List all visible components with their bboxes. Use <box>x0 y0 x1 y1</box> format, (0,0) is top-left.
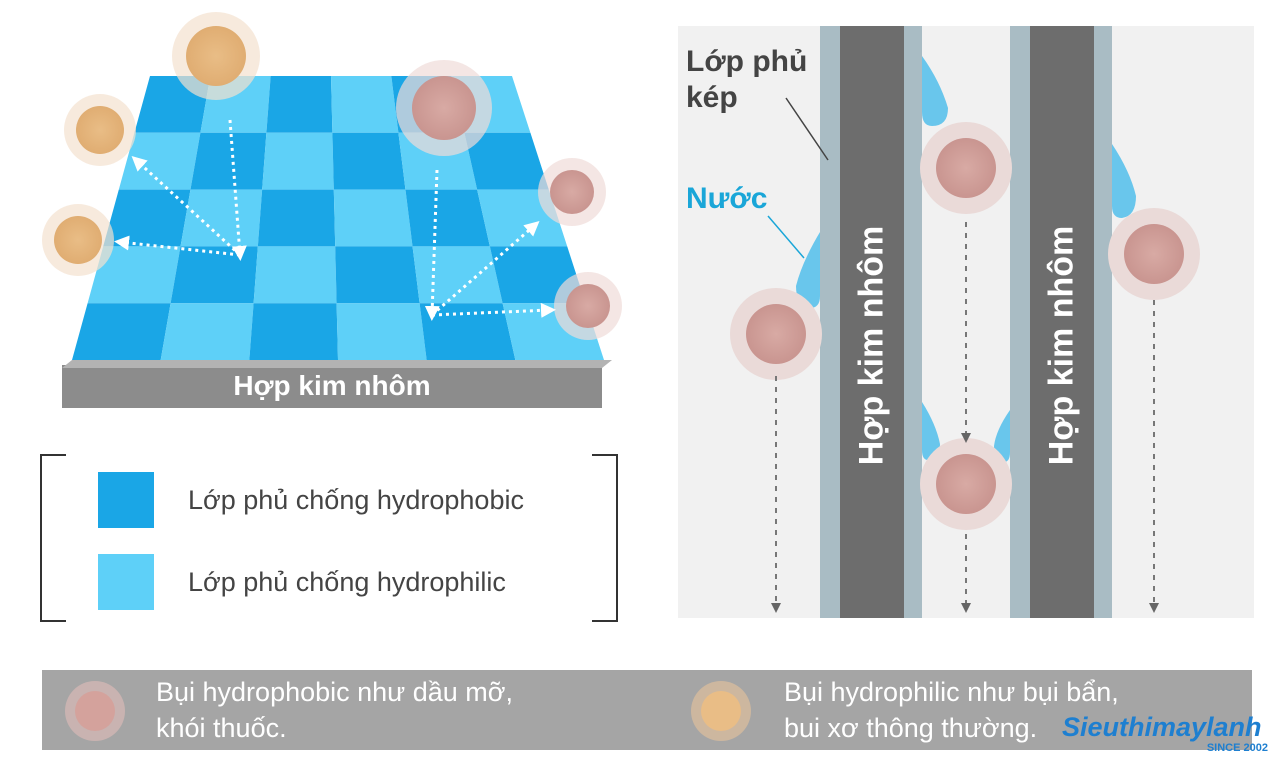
alloy-pillar <box>840 26 904 618</box>
checker-tile <box>266 76 333 133</box>
legend-bracket-left <box>40 454 66 622</box>
checker-tile <box>419 303 516 360</box>
fin-cross-section <box>730 26 1200 618</box>
checker-tile <box>170 246 258 304</box>
checker-tile <box>331 76 399 133</box>
checker-tile <box>335 246 420 304</box>
fin-cross-section-panel: Lớp phủ kép Nước Hợp kim nhôm Hợp kim nh… <box>678 26 1254 618</box>
dust-particle <box>172 12 260 100</box>
checker-tile <box>336 303 427 360</box>
legend-bracket-right <box>592 454 618 622</box>
hydrophilic-swatch <box>98 554 154 610</box>
falling-arrows <box>771 222 1159 613</box>
checker-tile <box>72 303 171 360</box>
hydrophobic-dust-icon <box>65 681 125 741</box>
alloy-base-edge <box>62 360 612 368</box>
checker-tile <box>118 132 201 190</box>
water-leader-line <box>767 215 805 259</box>
water-label: Nước <box>686 182 768 215</box>
motion-arrows <box>114 119 556 321</box>
dust-particle <box>538 158 606 226</box>
dust-legend-bar: Bụi hydrophobic như dầu mỡ, khói thuốc. … <box>42 670 1252 750</box>
checker-grid <box>72 76 604 360</box>
hydrophilic-dust-line1: Bụi hydrophilic như bụi bẩn, <box>784 677 1119 707</box>
hydrophobic-dust-line2: khói thuốc. <box>156 713 287 743</box>
checker-tile <box>257 189 336 247</box>
alloy-base-top <box>62 365 602 408</box>
checker-tile <box>103 189 191 247</box>
hydrophilic-dust-icon <box>691 681 751 741</box>
dust-particle <box>554 272 622 340</box>
pillar-label: Hợp kim nhôm <box>852 225 891 466</box>
dust-particle <box>396 60 492 156</box>
checker-surface-diagram <box>42 12 622 408</box>
dust-particle <box>1108 208 1200 300</box>
hydrophobic-swatch <box>98 472 154 528</box>
water-droplets <box>796 56 1136 462</box>
checker-tile <box>87 246 181 304</box>
pillar-label: Hợp kim nhôm <box>1042 225 1081 466</box>
checker-tile <box>333 189 413 247</box>
checker-tile <box>412 246 503 304</box>
hydrophilic-dust-text: Bụi hydrophilic như bụi bẩn, bui xơ thôn… <box>784 674 1119 746</box>
coating-label: Lớp phủ kép <box>686 45 808 114</box>
coating-leader-line <box>785 97 829 161</box>
legend-label: Lớp phủ chống hydrophobic <box>188 484 524 515</box>
checker-tile <box>180 189 263 247</box>
checker-tile <box>249 303 338 360</box>
checker-tile <box>464 132 549 190</box>
brand-watermark: Sieuthimaylanh SINCE 2002 <box>1062 712 1276 762</box>
checker-tile <box>262 132 334 190</box>
dust-particle <box>64 94 136 166</box>
dust-particle <box>42 204 114 276</box>
brand-name: Sieuthimaylanh <box>1062 712 1262 742</box>
dust-particle <box>730 288 822 380</box>
dust-particle <box>920 122 1012 214</box>
dust-particle <box>920 438 1012 530</box>
legend-label: Lớp phủ chống hydrophilic <box>188 566 506 597</box>
checker-tile <box>332 132 406 190</box>
legend-item-hydrophobic: Lớp phủ chống hydrophobic <box>98 472 524 528</box>
hydrophilic-dust-line2: bui xơ thông thường. <box>784 713 1038 743</box>
legend-item-hydrophilic: Lớp phủ chống hydrophilic <box>98 554 506 610</box>
brand-since: SINCE 2002 <box>1206 742 1268 754</box>
checker-tile <box>190 132 267 190</box>
hydrophobic-dust-line1: Bụi hydrophobic như dầu mỡ, <box>156 677 513 707</box>
alloy-base-label: Hợp kim nhôm <box>233 370 431 401</box>
checker-tile <box>160 303 254 360</box>
hydrophobic-dust-text: Bụi hydrophobic như dầu mỡ, khói thuốc. <box>156 674 513 746</box>
checker-tile <box>253 246 337 304</box>
checker-tile <box>405 189 490 247</box>
alloy-pillar <box>1030 26 1094 618</box>
